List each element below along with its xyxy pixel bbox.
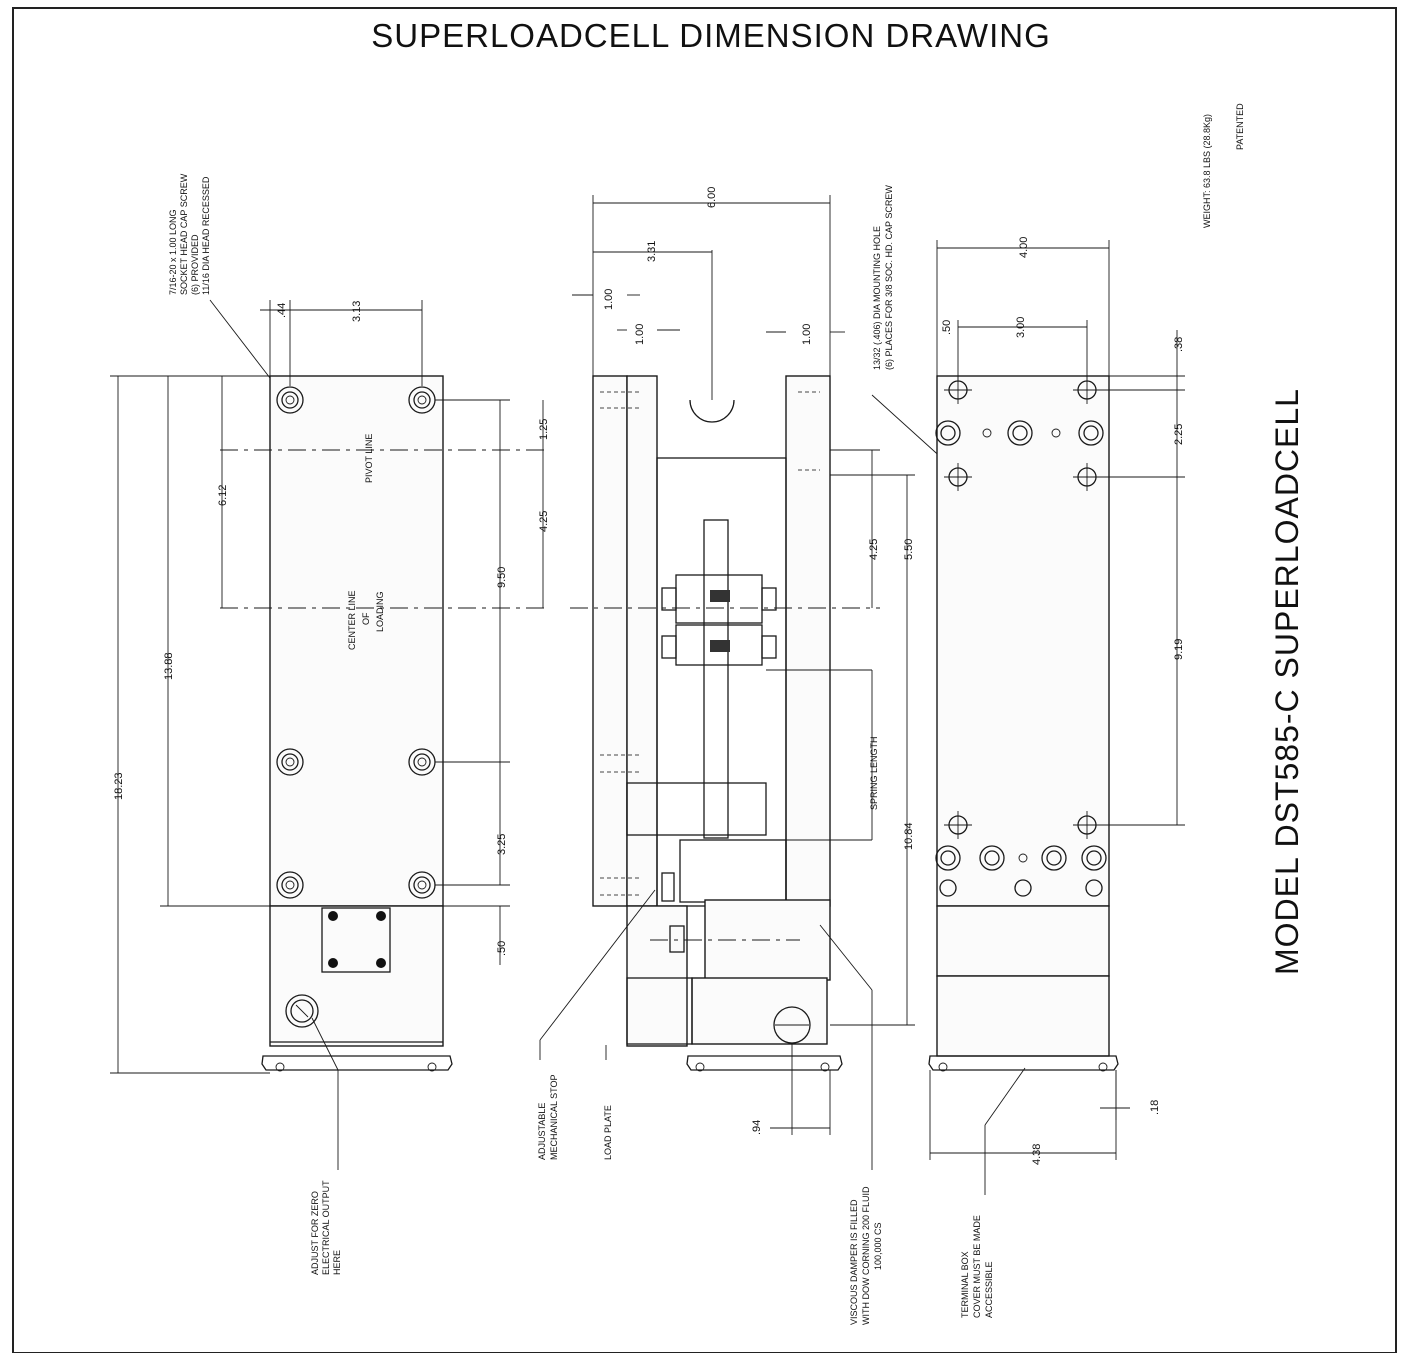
- adjustable-stop-line-2: MECHANICAL STOP: [549, 1074, 559, 1160]
- model-label: MODEL DST585-C SUPERLOADCELL: [1269, 388, 1305, 975]
- dim-44: .44: [276, 303, 288, 318]
- right-view: 4.00 3.00 .50 .38 2.25 9.19 4.38 .18 TER…: [928, 237, 1185, 1318]
- dim-94: .94: [751, 1120, 763, 1135]
- dim-1823: 18.23: [113, 772, 125, 800]
- dim-38: .38: [1173, 337, 1185, 352]
- dim-50-left: .50: [496, 941, 508, 956]
- left-bolt-holes: [276, 386, 436, 899]
- screw-note-line-2: SOCKET HEAD CAP SCREW: [179, 173, 189, 295]
- load-plate-label: LOAD PLATE: [603, 1105, 613, 1160]
- dim-600: 6.00: [706, 187, 718, 208]
- adjust-note-line-1: ADJUST FOR ZERO: [310, 1191, 320, 1275]
- dim-100-b: 1.00: [634, 324, 646, 345]
- pivot-line-label: PIVOT LINE: [364, 434, 374, 483]
- weight-note: WEIGHT: 63.8 LBS (28.8Kg): [1202, 114, 1212, 228]
- terminal-note-line-3: ACCESSIBLE: [984, 1261, 994, 1318]
- terminal-note-line-2: COVER MUST BE MADE: [972, 1215, 982, 1318]
- damper-note-line-3: 100,000 CS: [873, 1222, 883, 1270]
- screw-note-line-1: 7/16-20 x 1.00 LONG: [168, 209, 178, 295]
- mount-note-line-1: 13/32 (.406) DIA MOUNTING HOLE: [872, 226, 882, 370]
- center-line-label-1: CENTER LINE: [347, 590, 357, 650]
- dim-919: 9.19: [1173, 639, 1185, 660]
- middle-view: 6.00 3.31 1.00 1.00 1.00 4.25 5.50 10.84…: [537, 185, 956, 1325]
- damper-note-line-1: VISCOUS DAMPER IS FILLED: [849, 1199, 859, 1325]
- center-line-label-2: OF: [361, 612, 371, 625]
- adjustable-stop-line-1: ADJUSTABLE: [537, 1103, 547, 1160]
- drawing-title: SUPERLOADCELL DIMENSION DRAWING: [371, 17, 1051, 54]
- dim-313: 3.13: [351, 301, 363, 322]
- dim-550: 5.50: [903, 539, 915, 560]
- dim-400: 4.00: [1018, 237, 1030, 258]
- dim-50-right: .50: [941, 320, 953, 335]
- screw-note-line-4: 11/16 DIA HEAD RECESSED: [201, 176, 211, 295]
- dim-18: .18: [1149, 1100, 1161, 1115]
- dim-1388: 13.88: [163, 652, 175, 680]
- patented-note: PATENTED: [1235, 103, 1245, 150]
- dim-225: 2.25: [1173, 424, 1185, 445]
- adjust-note-line-3: HERE: [332, 1250, 342, 1275]
- dim-1084: 10.84: [903, 822, 915, 850]
- dim-612: 6.12: [217, 485, 229, 506]
- dim-425-mid: 4.25: [868, 539, 880, 560]
- terminal-note-line-1: TERMINAL BOX: [960, 1251, 970, 1318]
- dim-331: 3.31: [646, 241, 658, 262]
- adjust-note-line-2: ELECTRICAL OUTPUT: [321, 1180, 331, 1275]
- left-view: 7/16-20 x 1.00 LONG SOCKET HEAD CAP SCRE…: [110, 173, 550, 1275]
- dim-300: 3.00: [1015, 317, 1027, 338]
- dim-950: 9.50: [496, 567, 508, 588]
- mount-note-line-2: (6) PLACES FOR 3/8 SOC. HD. CAP SCREW: [884, 185, 894, 370]
- dim-125: 1.25: [538, 419, 550, 440]
- spring-length-label: SPRING LENGTH: [869, 736, 879, 810]
- damper-note-line-2: WITH DOW CORNING 200 FLUID: [861, 1186, 871, 1325]
- dim-100-a: 1.00: [603, 289, 615, 310]
- screw-note-line-3: (6) PROVIDED: [190, 234, 200, 295]
- dim-100-c: 1.00: [801, 324, 813, 345]
- dim-425-left: 4.25: [538, 511, 550, 532]
- dim-438: 4.38: [1031, 1144, 1043, 1165]
- dim-325: 3.25: [496, 834, 508, 855]
- center-line-label-3: LOADING: [375, 591, 385, 632]
